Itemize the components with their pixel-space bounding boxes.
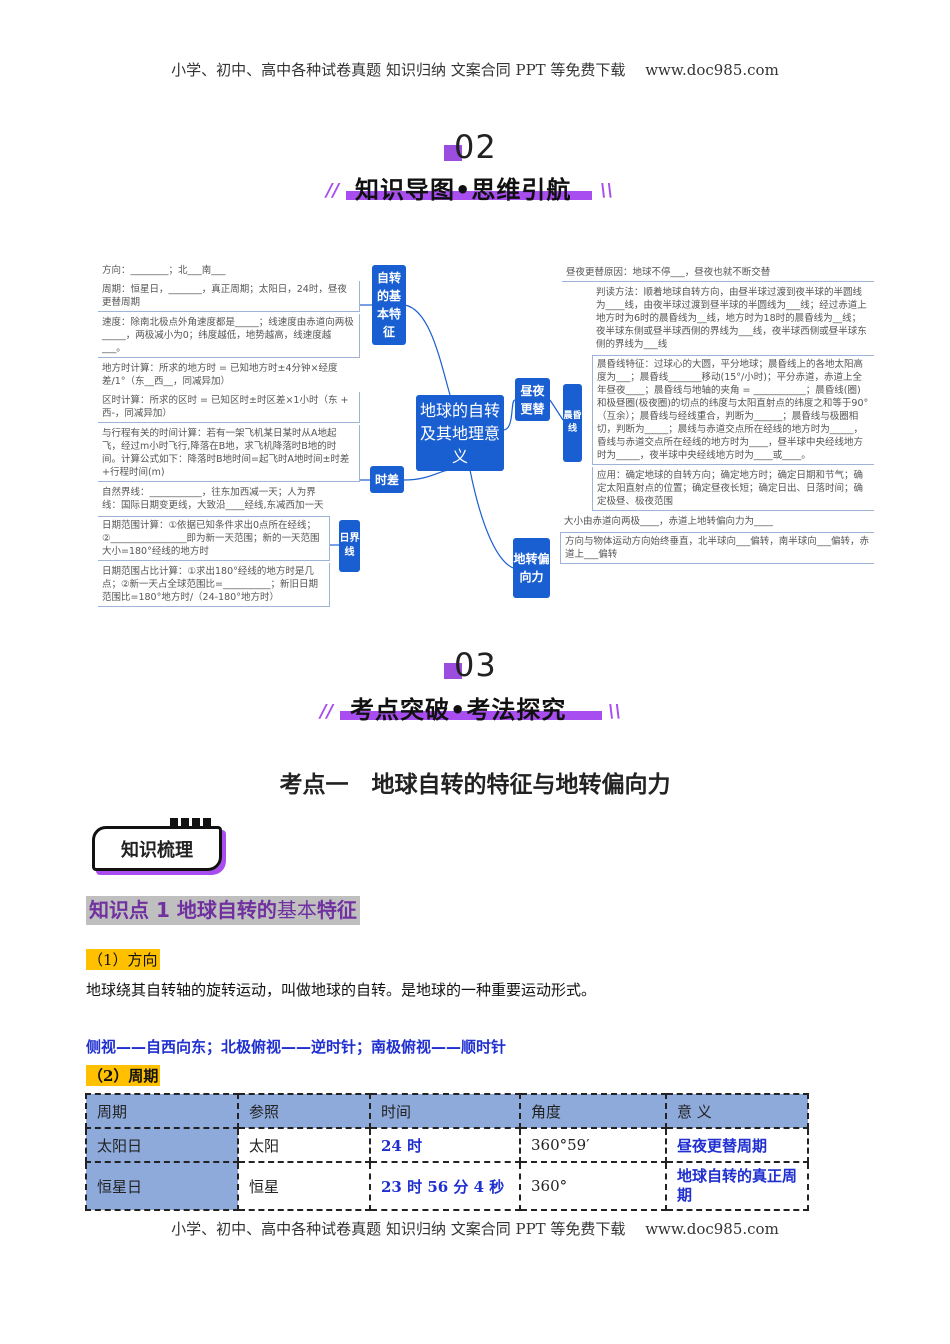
node-center: 地球的自转及其地理意义: [416, 395, 504, 471]
mm-item: 大小由赤道向两极____，赤道上地转偏向力为____: [564, 516, 774, 527]
kp-title-part: 基本: [276, 898, 317, 922]
table-cell: 23 时 56 分 4 秒: [369, 1161, 521, 1211]
table-header: 周期: [85, 1093, 239, 1129]
table-cell: 恒星日: [85, 1161, 239, 1211]
table-header-row: 周期 参照 时间 角度 意 义: [85, 1093, 809, 1129]
mm-item: 地方时计算：所求的地方时 = 已知地方时±4分钟×经度差/1°（东__西__，同…: [102, 363, 338, 387]
table-row: 太阳日 太阳 24 时 360°59′ 昼夜更替周期: [85, 1127, 809, 1163]
mm-item: 日期范围计算：①依据已知条件求出0点所在经线；②________________…: [98, 516, 330, 561]
node-date-line: 日界线: [339, 520, 360, 572]
page-header: 小学、初中、高中各种试卷真题 知识归纳 文案合同 PPT 等免费下载 www.d…: [171, 61, 779, 79]
kp-title-part: 知识点 1 地球自转的: [89, 898, 277, 922]
table-cell: 地球自转的真正周期: [665, 1161, 809, 1211]
knowledge-badge: 知识梳理: [92, 826, 222, 871]
badge-label: 知识梳理: [121, 839, 193, 861]
node-basic-features: 自转的基本特征: [372, 265, 406, 345]
mm-item: 判读方法：顺着地球自转方向，由昼半球过渡到夜半球的半圆线为____线，由夜半球过…: [596, 287, 867, 350]
subheading-period: （2）周期: [86, 1065, 161, 1086]
paragraph: 地球绕其自转轴的旋转运动，叫做地球的自转。是地球的一种重要运动形式。: [86, 981, 597, 999]
node-terminator: 晨昏线: [563, 384, 582, 462]
mm-item: 晨昏线特征：过球心的大圆，平分地球；晨昏线上的各地太阳高度为___；晨昏线___…: [592, 355, 874, 465]
table-cell: 24 时: [369, 1127, 521, 1163]
section-number: 03: [454, 646, 497, 684]
mm-item: 速度：除南北极点外角速度都是_____；线速度由赤道向两极_____，两极减小为…: [98, 314, 360, 358]
node-coriolis: 地转偏向力: [513, 538, 550, 598]
topic-title: 考点一 地球自转的特征与地转偏向力: [279, 772, 671, 798]
mm-item: 日期范围占比计算：①求出180°经线的地方时是几点；②新一天占全球范围比=___…: [98, 563, 330, 607]
right-column: 判读方法：顺着地球自转方向，由昼半球过渡到夜半球的半圆线为____线，由夜半球过…: [560, 284, 874, 564]
table-cell: 太阳: [237, 1127, 371, 1163]
mm-item: 周期：恒星日，_______，真正周期；太阳日，24时，昼夜更替周期: [98, 281, 360, 312]
node-time-difference: 时差: [370, 466, 404, 493]
section-title: 考点突破•考法探究: [350, 696, 567, 724]
slash-decoration: //: [320, 701, 334, 722]
knowledge-point-title: 知识点 1 地球自转的基本特征: [86, 896, 360, 925]
mind-map-connectors: [330, 304, 564, 569]
table-header: 参照: [237, 1093, 371, 1129]
period-table: 周期 参照 时间 角度 意 义 太阳日 太阳 24 时 360°59′ 昼夜更替…: [85, 1093, 809, 1211]
number-accent: [444, 663, 462, 679]
slash-decoration: \\: [608, 701, 622, 722]
table-cell: 360°: [519, 1161, 667, 1211]
number-accent: [444, 145, 462, 161]
table-cell: 昼夜更替周期: [665, 1127, 809, 1163]
title-underline: [346, 191, 592, 200]
mm-item: 与行程有关的时间计算：若有一架飞机某日某时从A地起飞，经过m小时飞行,降落在B地…: [98, 425, 360, 482]
mm-item: 昼夜更替原因：地球不停___，昼夜也就不断交替: [562, 264, 874, 282]
mm-item: 区时计算：所求的区时 = 已知区时±时区差×1小时（东 + 西-，同减异加）: [98, 392, 360, 423]
mm-item: 方向与物体运动方向始终垂直，北半球向___偏转，南半球向___偏转，赤道上___…: [560, 532, 874, 564]
node-day-night: 昼夜更替: [515, 378, 550, 421]
mm-item: 应用：确定地球的自转方向；确定地方时；确定日期和节气；确定太阳直射点的位置；确定…: [592, 467, 874, 511]
subheading-direction: （1）方向: [86, 949, 160, 970]
slash-decoration: //: [326, 180, 340, 201]
table-header: 时间: [369, 1093, 521, 1129]
section-number: 02: [454, 128, 497, 166]
section-title: 知识导图•思维引航: [355, 176, 572, 204]
table-row: 恒星日 恒星 23 时 56 分 4 秒 360° 地球自转的真正周期: [85, 1161, 809, 1211]
mm-item: 方向：________；北___南___: [102, 265, 226, 276]
page-footer: 小学、初中、高中各种试卷真题 知识归纳 文案合同 PPT 等免费下载 www.d…: [171, 1220, 779, 1238]
kp-title-part: 特征: [316, 898, 357, 922]
mm-item: 自然界线：___________，往东加西减一天；人为界线：国际日期变更线，大致…: [102, 487, 324, 511]
badge-dots: [170, 818, 214, 826]
direction-summary: 侧视——自西向东；北极俯视——逆时针；南极俯视——顺时针: [86, 1038, 507, 1056]
table-cell: 360°59′: [519, 1127, 667, 1163]
table-cell: 恒星: [237, 1161, 371, 1211]
title-underline: [340, 711, 602, 720]
slash-decoration: \\: [600, 180, 614, 201]
left-column: 方向：________；北___南___ 周期：恒星日，_______，真正周期…: [98, 262, 360, 607]
table-cell: 太阳日: [85, 1127, 239, 1163]
table-header: 意 义: [665, 1093, 809, 1129]
table-header: 角度: [519, 1093, 667, 1129]
